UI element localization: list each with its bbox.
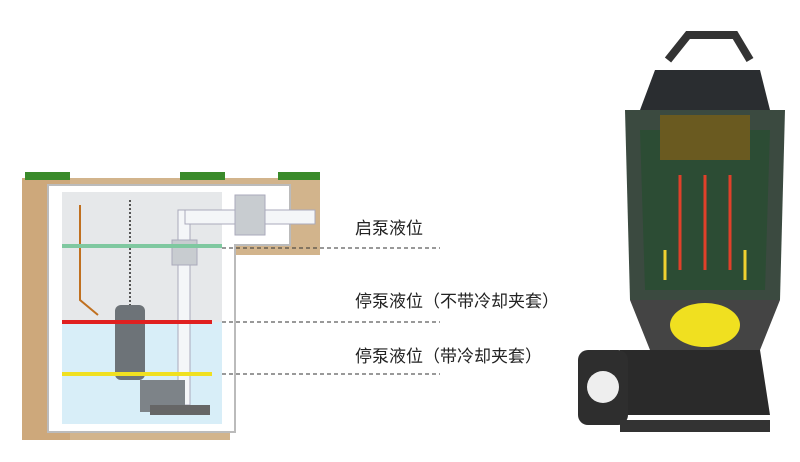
- stop-level-with-jacket-label: 停泵液位（带冷却夹套）: [355, 347, 542, 367]
- discharge-pipe: [171, 194, 316, 406]
- start-level-label: 启泵液位: [355, 219, 423, 239]
- float-switch: [79, 205, 99, 316]
- cutaway-pump: [578, 31, 785, 432]
- grass: [25, 172, 320, 180]
- stop-level-no-jacket-label: 停泵液位（不带冷却夹套）: [355, 292, 559, 312]
